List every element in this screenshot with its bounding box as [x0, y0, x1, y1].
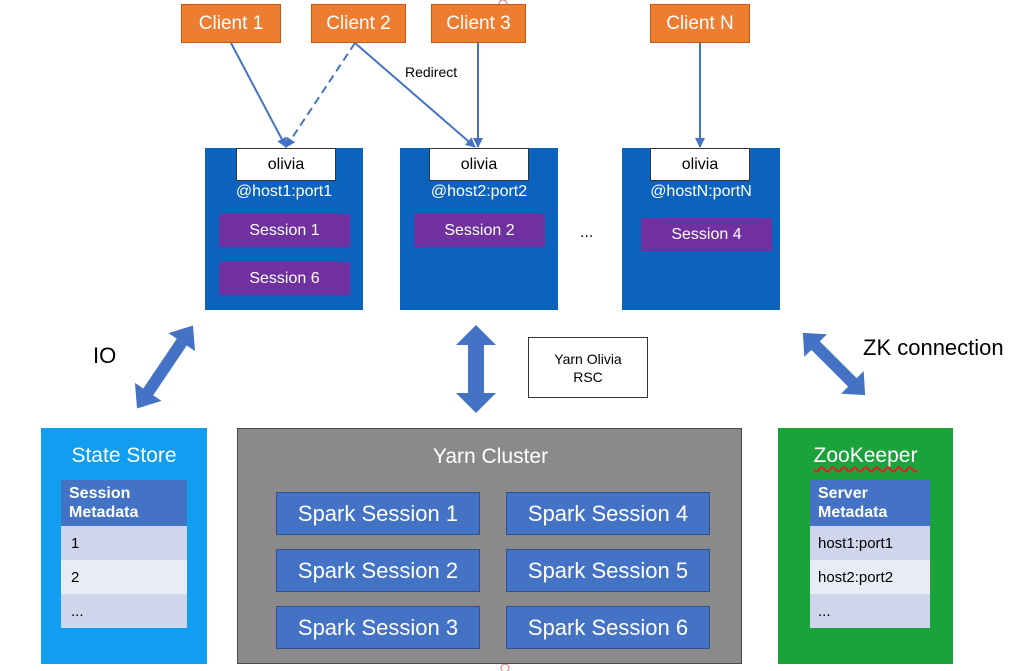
client-3-box: Client 3: [431, 4, 526, 43]
client1-connection: [230, 42, 287, 148]
olivia-server-1-name: olivia: [236, 148, 336, 181]
zk-double-arrow: [802, 332, 866, 396]
spark-session-2: Spark Session 2: [276, 549, 480, 592]
olivia-server-1-host: @host1:port1: [235, 183, 333, 200]
client-n-box: Client N: [650, 4, 750, 43]
server-metadata-header-line-2: Metadata: [818, 504, 888, 521]
server-1-session-1: Session 1: [219, 214, 350, 247]
server-metadata-row: host1:port1: [810, 526, 930, 560]
client2-redirect-connection: [354, 42, 476, 148]
yarn-olivia-rsc-box: Yarn Olivia RSC: [528, 337, 648, 398]
servers-ellipsis: ...: [580, 224, 594, 241]
small-circle-bottom: [500, 663, 510, 671]
spark-session-4: Spark Session 4: [506, 492, 710, 535]
olivia-server-2-name: olivia: [429, 148, 529, 181]
spark-session-5: Spark Session 5: [506, 549, 710, 592]
server-metadata-header-line-1: Server: [818, 485, 868, 502]
state-store-title: State Store: [71, 444, 177, 467]
session-metadata-row: 2: [61, 560, 187, 594]
yarn-rsc-line-1: Yarn Olivia: [554, 350, 622, 367]
io-double-arrow: [134, 325, 196, 409]
server-metadata-row: ...: [810, 594, 930, 628]
session-metadata-header: Session Metadata: [61, 480, 187, 526]
olivia-server-2: olivia @host2:port2 Session 2: [400, 148, 558, 310]
server-1-session-6: Session 6: [219, 262, 350, 295]
yarn-cluster-panel: Yarn Cluster Spark Session 1 Spark Sessi…: [237, 428, 742, 664]
zookeeper-title: ZooKeeper: [813, 444, 918, 467]
server-metadata-header: Server Metadata: [810, 480, 930, 526]
zookeeper-panel: ZooKeeper Server Metadata host1:port1 ho…: [778, 428, 953, 664]
olivia-server-n: olivia @hostN:portN Session 4: [622, 148, 780, 310]
server-metadata-row: host2:port2: [810, 560, 930, 594]
session-metadata-row: ...: [61, 594, 187, 628]
session-metadata-header-line-1: Session: [69, 485, 131, 502]
yarn-rsc-line-2: RSC: [573, 368, 603, 385]
server-metadata-table: Server Metadata host1:port1 host2:port2 …: [810, 480, 930, 628]
zk-connection-label: ZK connection: [863, 335, 1004, 360]
spark-session-6: Spark Session 6: [506, 606, 710, 649]
olivia-server-n-name: olivia: [650, 148, 750, 181]
client-2-box: Client 2: [311, 4, 406, 43]
state-store-panel: State Store Session Metadata 1 2 ...: [41, 428, 207, 664]
server-2-session-2: Session 2: [414, 214, 545, 247]
spark-session-3: Spark Session 3: [276, 606, 480, 649]
session-metadata-header-line-2: Metadata: [69, 504, 139, 521]
io-label: IO: [93, 343, 117, 368]
olivia-server-2-host: @host2:port2: [430, 183, 528, 200]
session-metadata-row: 1: [61, 526, 187, 560]
client2-dashed-connection: [285, 42, 356, 148]
server-n-session-4: Session 4: [641, 218, 772, 251]
session-metadata-table: Session Metadata 1 2 ...: [61, 480, 187, 628]
redirect-label: Redirect: [405, 64, 458, 80]
olivia-server-1: olivia @host1:port1 Session 1 Session 6: [205, 148, 363, 310]
spark-session-1: Spark Session 1: [276, 492, 480, 535]
client-1-box: Client 1: [181, 4, 281, 43]
yarn-double-arrow: [456, 325, 496, 413]
yarn-cluster-title: Yarn Cluster: [432, 445, 549, 468]
olivia-server-n-host: @hostN:portN: [650, 183, 752, 200]
